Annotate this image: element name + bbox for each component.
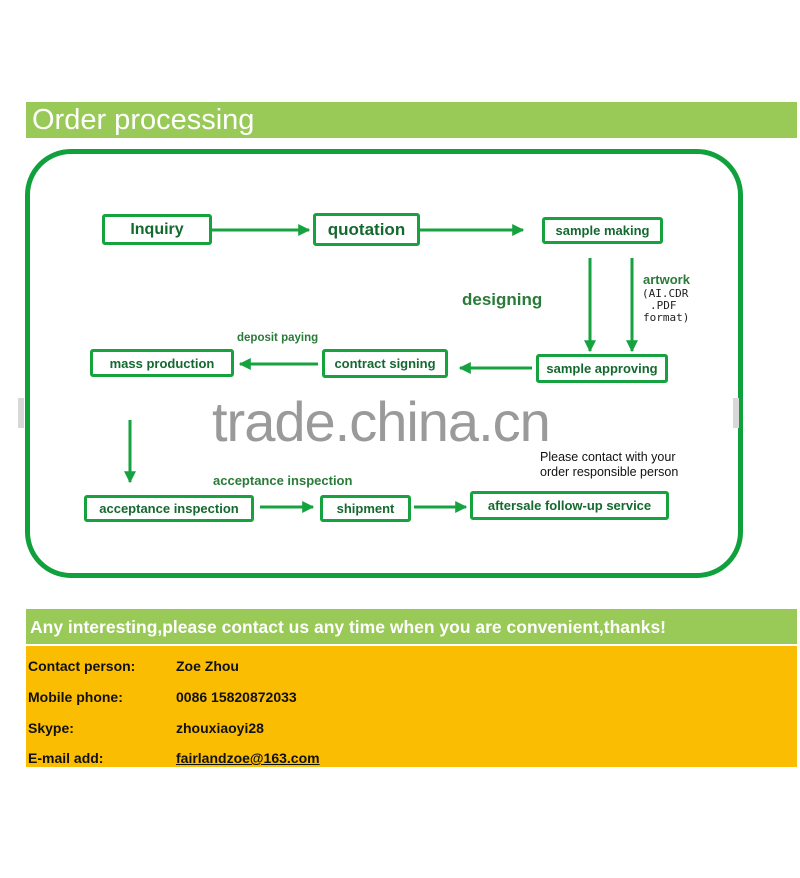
designing-label: designing (462, 290, 543, 309)
flow-frame (25, 149, 743, 578)
contact-banner-text: Any interesting,please contact us any ti… (30, 617, 666, 637)
mass-production-box: mass production (90, 349, 234, 377)
quotation-box: quotation (313, 213, 420, 246)
acceptance-inspection-label: acceptance inspection (213, 473, 353, 488)
artwork-format-1: (AI.CDR (642, 287, 689, 300)
contact-info-panel: Contact person: Zoe Zhou Mobile phone: 0… (26, 646, 797, 767)
watermark: trade.china.cn (212, 390, 551, 453)
acceptance-inspection-box: acceptance inspection (84, 495, 254, 522)
contact-banner: Any interesting,please contact us any ti… (26, 609, 797, 644)
skype-value: zhouxiaoyi28 (176, 720, 264, 736)
contact-note-line2: order responsible person (540, 465, 679, 479)
deposit-paying-label: deposit paying (237, 332, 319, 344)
contact-person-value: Zoe Zhou (176, 658, 239, 674)
contact-note: Please contact with your order responsib… (540, 450, 678, 480)
shipment-box: shipment (320, 495, 411, 522)
section-header: Order processing (26, 102, 797, 138)
skype-label: Skype: (28, 720, 74, 736)
sample-making-box: sample making (542, 217, 663, 244)
artwork-label: artwork (643, 272, 690, 287)
contract-signing-box: contract signing (322, 349, 448, 378)
mobile-phone-label: Mobile phone: (28, 689, 123, 705)
contact-note-line1: Please contact with your (540, 450, 676, 464)
watermark-mark-left (18, 398, 24, 428)
email-link[interactable]: fairlandzoe@163.com (176, 750, 320, 766)
sample-approving-box: sample approving (536, 354, 668, 383)
inquiry-box: Inquiry (102, 214, 212, 245)
watermark-mark-right (733, 398, 739, 428)
email-label: E-mail add: (28, 750, 104, 766)
aftersale-box: aftersale follow-up service (470, 491, 669, 520)
artwork-format-3: format) (643, 311, 690, 324)
contact-person-label: Contact person: (28, 658, 136, 674)
artwork-format-2: .PDF (650, 299, 677, 312)
mobile-phone-value: 0086 15820872033 (176, 689, 297, 705)
section-title: Order processing (32, 104, 255, 136)
